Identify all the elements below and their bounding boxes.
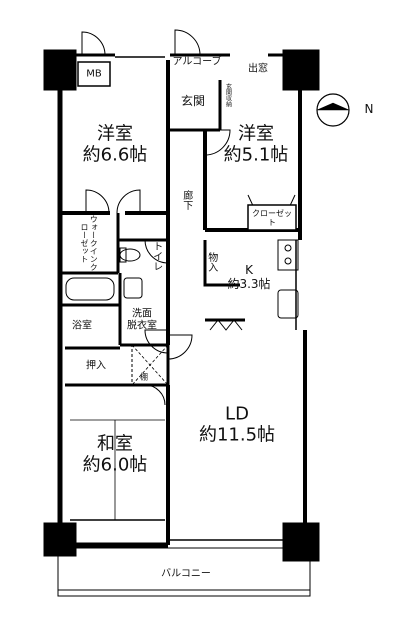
- room-ld: LD 約11.5帖: [199, 404, 275, 445]
- bathtub: [65, 277, 115, 301]
- door-entrance: [174, 29, 201, 56]
- room-western-a-size: 約6.6帖: [82, 144, 148, 165]
- door-westernB: [204, 129, 231, 156]
- door-kitchen-fold: [209, 319, 243, 331]
- sink: [277, 289, 299, 319]
- label-washroom-2: 脱衣室: [127, 320, 157, 331]
- laundry-cross: [131, 344, 169, 386]
- room-western-b: 洋室 約5.1帖: [224, 124, 289, 165]
- room-kitchen-size: 約3.3帖: [227, 277, 271, 291]
- label-balcony: バルコニー: [161, 568, 211, 580]
- pillar: [43, 522, 77, 557]
- door-washroom: [144, 329, 169, 354]
- burner: [284, 257, 292, 265]
- toilet-tank: [119, 247, 127, 263]
- washbasin: [123, 277, 143, 299]
- label-bay-window: 出窓: [248, 63, 268, 75]
- burner: [284, 244, 292, 252]
- room-japanese-size: 約6.0帖: [82, 454, 148, 475]
- room-western-a-name: 洋室: [96, 123, 133, 145]
- tatami-lines: [70, 419, 165, 520]
- label-shoe-storage: 玄関収納: [224, 83, 232, 107]
- room-western-b-name: 洋室: [237, 123, 274, 145]
- outer-wall-right: [298, 70, 307, 540]
- label-bathroom: 浴室: [72, 320, 92, 332]
- pillar: [282, 522, 320, 562]
- door-ld: [167, 334, 193, 360]
- wall-kitchen: [203, 240, 240, 287]
- label-shelf: 棚: [140, 372, 148, 382]
- door-westernA: [116, 189, 141, 214]
- label-washroom-1: 洗面: [132, 308, 152, 320]
- label-alcove: アルコーブ: [172, 56, 222, 68]
- label-mb: MB: [83, 67, 105, 81]
- label-storage: 物入: [205, 252, 217, 272]
- label-corridor: 廊下: [180, 190, 192, 210]
- room-ld-size: 約11.5帖: [198, 424, 276, 445]
- laundry-space: [131, 344, 169, 386]
- door-wic: [85, 189, 110, 214]
- label-oshiire: 押入: [86, 360, 106, 372]
- pillar: [43, 49, 77, 91]
- label-washroom: 洗面 脱衣室: [127, 309, 157, 332]
- closet-box: [247, 204, 297, 231]
- room-ld-name: LD: [225, 403, 249, 425]
- balcony: [57, 547, 311, 597]
- label-closet: クローゼット: [252, 208, 292, 227]
- room-western-a: 洋室 約6.6帖: [83, 124, 148, 165]
- door-mb: [81, 31, 106, 56]
- compass-label: N: [364, 102, 374, 117]
- stove: [277, 239, 299, 271]
- room-kitchen-name: K: [245, 263, 253, 278]
- room-japanese: 和室 約6.0帖: [83, 434, 148, 475]
- pillar: [282, 49, 320, 91]
- wall-bath: [60, 273, 122, 345]
- door-japanese: [144, 384, 166, 406]
- door-toilet: [144, 239, 169, 264]
- wall-oshiire: [65, 346, 168, 387]
- room-western-b-size: 約5.1帖: [223, 144, 289, 165]
- label-wic: ウォークインクローゼット: [80, 215, 99, 271]
- room-japanese-name: 和室: [96, 433, 133, 455]
- label-entrance: 玄関: [180, 94, 206, 109]
- wall-wic: [60, 213, 120, 275]
- label-toilet: トイレ: [150, 241, 162, 271]
- compass-needle: [316, 102, 350, 111]
- room-kitchen: K 約3.3帖: [227, 263, 271, 292]
- toilet-bowl: [119, 248, 141, 262]
